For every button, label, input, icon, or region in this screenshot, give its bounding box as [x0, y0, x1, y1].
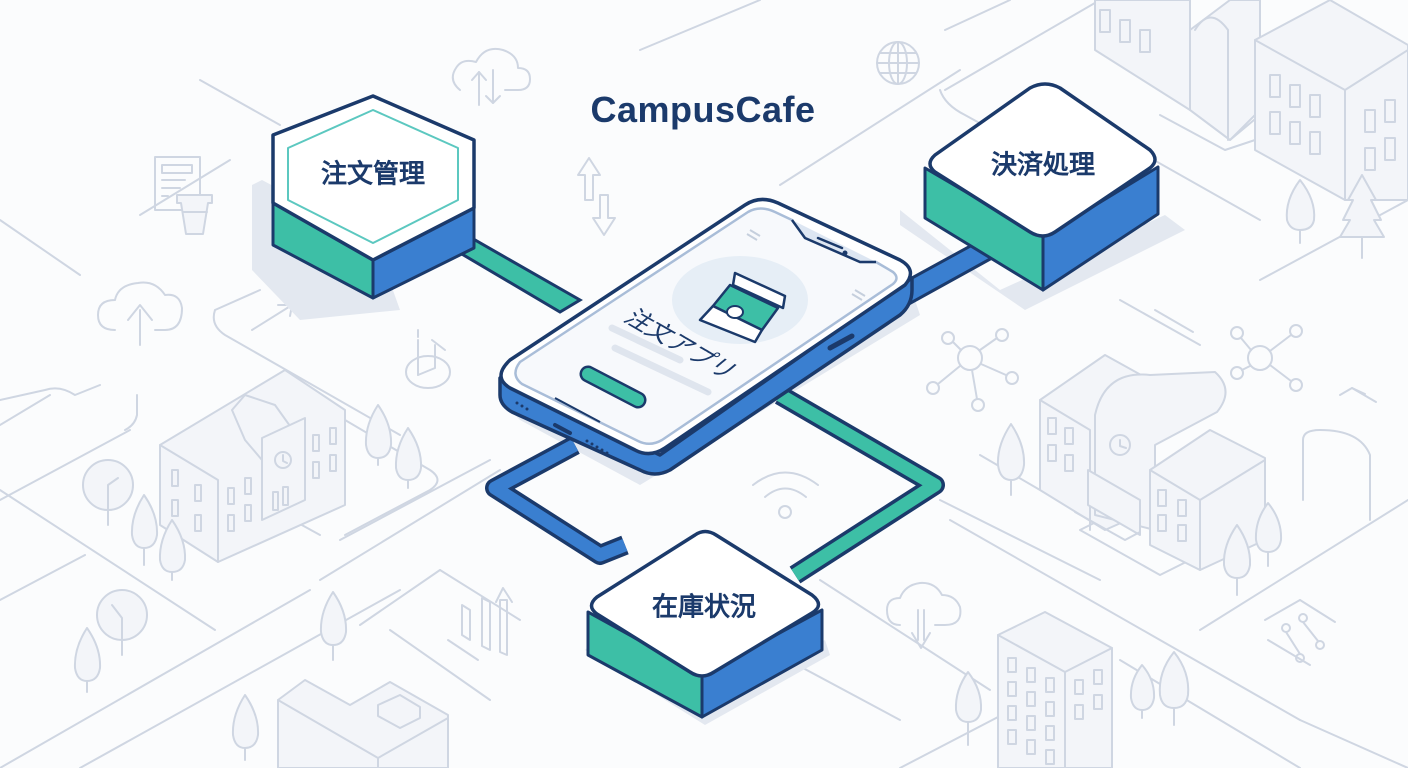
node-label-inventory-status: 在庫状況	[651, 592, 757, 623]
tree-icon	[1285, 174, 1385, 259]
globe-icon	[876, 41, 920, 85]
node-inventory-status[interactable]	[586, 529, 824, 719]
cloud-sync-icon	[451, 47, 531, 106]
network-icon	[926, 328, 1019, 412]
building-icon	[159, 369, 439, 563]
phone-device[interactable]	[498, 197, 914, 476]
node-payment-processing[interactable]	[923, 82, 1160, 292]
node-label-order-management: 注文管理	[320, 159, 426, 190]
tree-icon	[73, 404, 423, 761]
node-order-management[interactable]	[271, 94, 476, 300]
tree-icon	[954, 651, 1190, 746]
cloud-upload-icon	[97, 281, 183, 346]
building-icon	[997, 611, 1113, 768]
network-icon	[1230, 324, 1303, 392]
circuit-icon	[1264, 599, 1336, 666]
connector-loop-right	[774, 386, 945, 584]
building-icon	[277, 679, 449, 768]
wifi-icon	[752, 471, 819, 519]
bar-chart-icon	[447, 587, 513, 661]
coffee-cup-icon	[698, 271, 787, 344]
document-coffee-icon	[154, 156, 213, 235]
tree-icon	[996, 423, 1283, 596]
cloud-download-icon	[886, 581, 962, 649]
location-pin-icon	[405, 329, 451, 389]
transfer-arrows-icon	[577, 157, 616, 236]
node-label-payment-processing: 決済処理	[990, 150, 1096, 181]
app-title: CampusCafe	[590, 89, 816, 130]
building-icon	[1094, 0, 1408, 201]
